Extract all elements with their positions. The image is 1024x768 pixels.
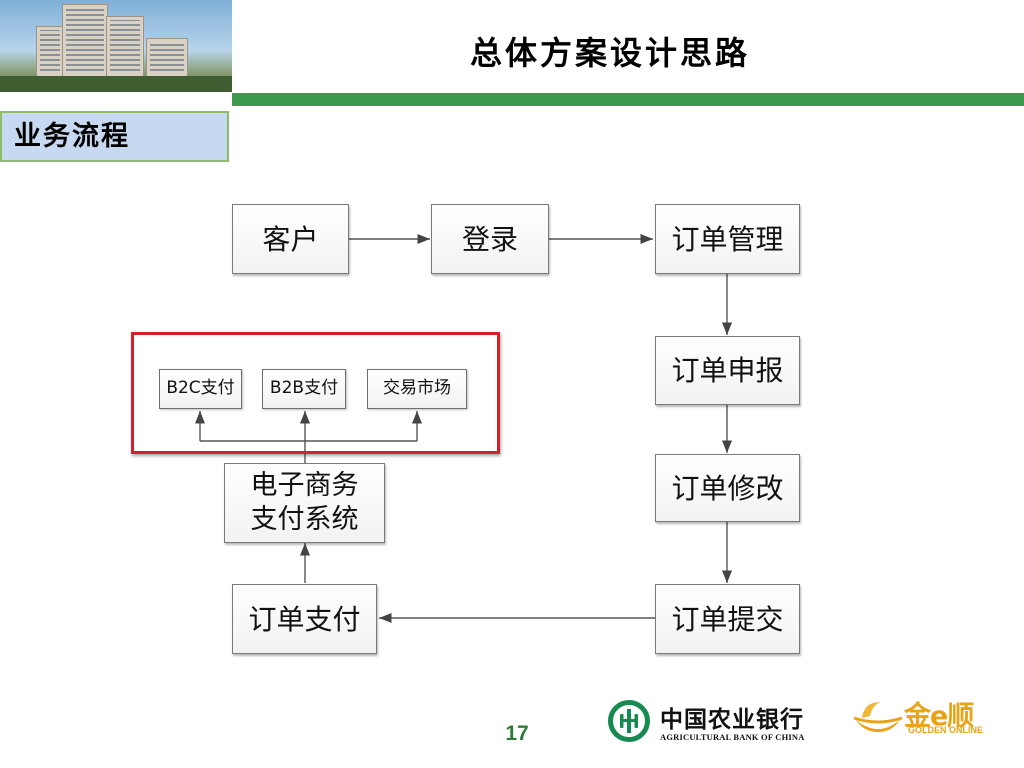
node-order-modify: 订单修改 [655, 454, 800, 522]
golden-online-logo: 金e顺 GOLDEN ONLINE [852, 694, 1002, 738]
section-label: 业务流程 [0, 111, 229, 162]
node-customer: 客户 [232, 204, 349, 274]
header-divider-bar [232, 93, 1024, 106]
node-order-manage: 订单管理 [655, 204, 800, 274]
node-order-pay: 订单支付 [232, 584, 377, 654]
abc-bank-logo: 中国农业银行 AGRICULTURAL BANK OF CHINA [608, 700, 828, 746]
node-exchange-market: 交易市场 [367, 369, 467, 409]
page-number: 17 [505, 722, 529, 745]
golden-online-english: GOLDEN ONLINE [908, 725, 984, 735]
node-order-submit: 订单提交 [655, 584, 800, 654]
abc-emblem-icon [608, 700, 650, 742]
slide-title: 总体方案设计思路 [470, 34, 751, 72]
node-b2b-pay: B2B支付 [262, 369, 346, 409]
node-login: 登录 [431, 204, 549, 274]
node-payment-system: 电子商务 支付系统 [224, 463, 385, 543]
header-building-photo [0, 0, 232, 92]
node-b2c-pay: B2C支付 [159, 369, 242, 409]
abc-logo-chinese: 中国农业银行 [660, 706, 804, 733]
golden-ingot-icon [853, 702, 903, 732]
golden-online-chinese: 金e顺 [904, 701, 974, 732]
abc-logo-english: AGRICULTURAL BANK OF CHINA [660, 732, 805, 742]
node-order-declare: 订单申报 [655, 336, 800, 405]
payment-channels-highlight [131, 332, 500, 454]
